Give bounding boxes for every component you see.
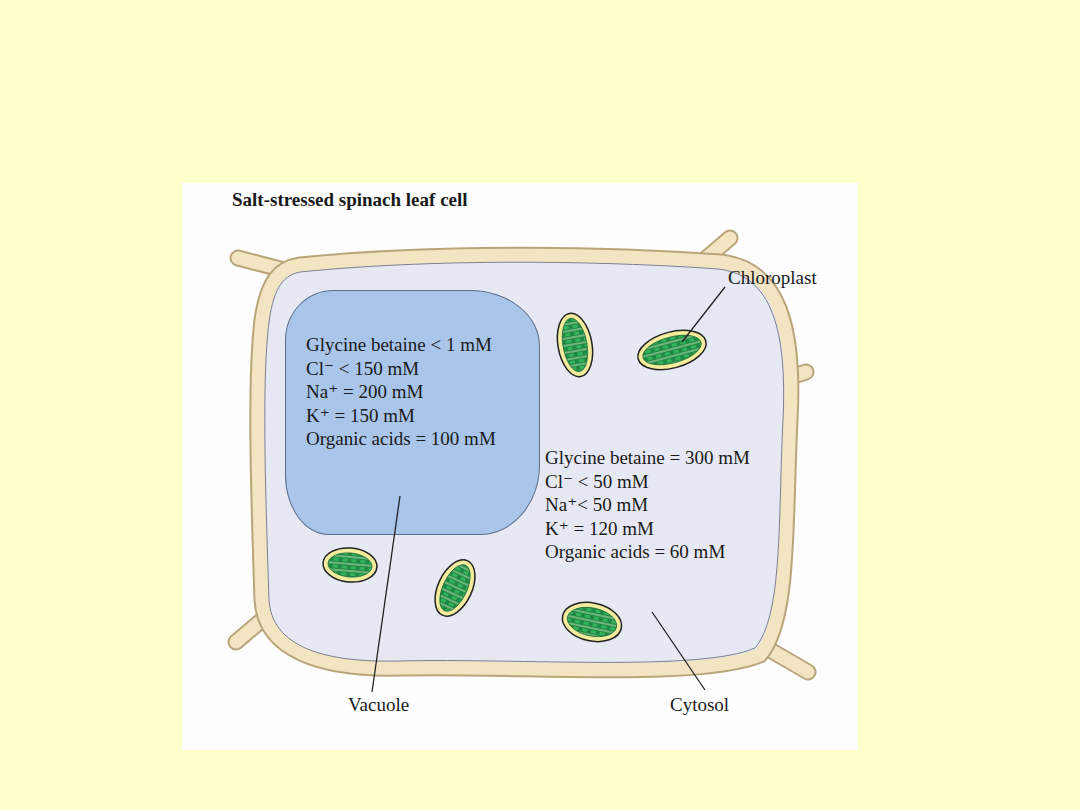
part-label: Vacuole — [348, 693, 409, 717]
concentration-line: Na⁺< 50 mM — [545, 493, 750, 517]
cell-cytosol: Glycine betaine = 300 mMCl⁻ < 50 mMNa⁺< … — [240, 240, 810, 690]
concentration-line: Cl⁻ < 150 mM — [306, 357, 496, 381]
vacuole: Glycine betaine < 1 mMCl⁻ < 150 mMNa⁺ = … — [285, 290, 540, 535]
concentration-line: Glycine betaine < 1 mM — [306, 333, 496, 357]
part-label: Cytosol — [670, 693, 729, 717]
concentration-list: Glycine betaine < 1 mMCl⁻ < 150 mMNa⁺ = … — [306, 333, 496, 451]
concentration-line: Organic acids = 100 mM — [306, 427, 496, 451]
concentration-line: K⁺ = 150 mM — [306, 404, 496, 428]
diagram-title: Salt-stressed spinach leaf cell — [232, 188, 468, 212]
concentration-line: Na⁺ = 200 mM — [306, 380, 496, 404]
concentration-line: Glycine betaine = 300 mM — [545, 446, 750, 470]
concentration-line: Organic acids = 60 mM — [545, 540, 750, 564]
part-label: Chloroplast — [728, 266, 817, 290]
concentration-list: Glycine betaine = 300 mMCl⁻ < 50 mMNa⁺< … — [545, 446, 750, 564]
concentration-line: Cl⁻ < 50 mM — [545, 470, 750, 494]
concentration-line: K⁺ = 120 mM — [545, 517, 750, 541]
